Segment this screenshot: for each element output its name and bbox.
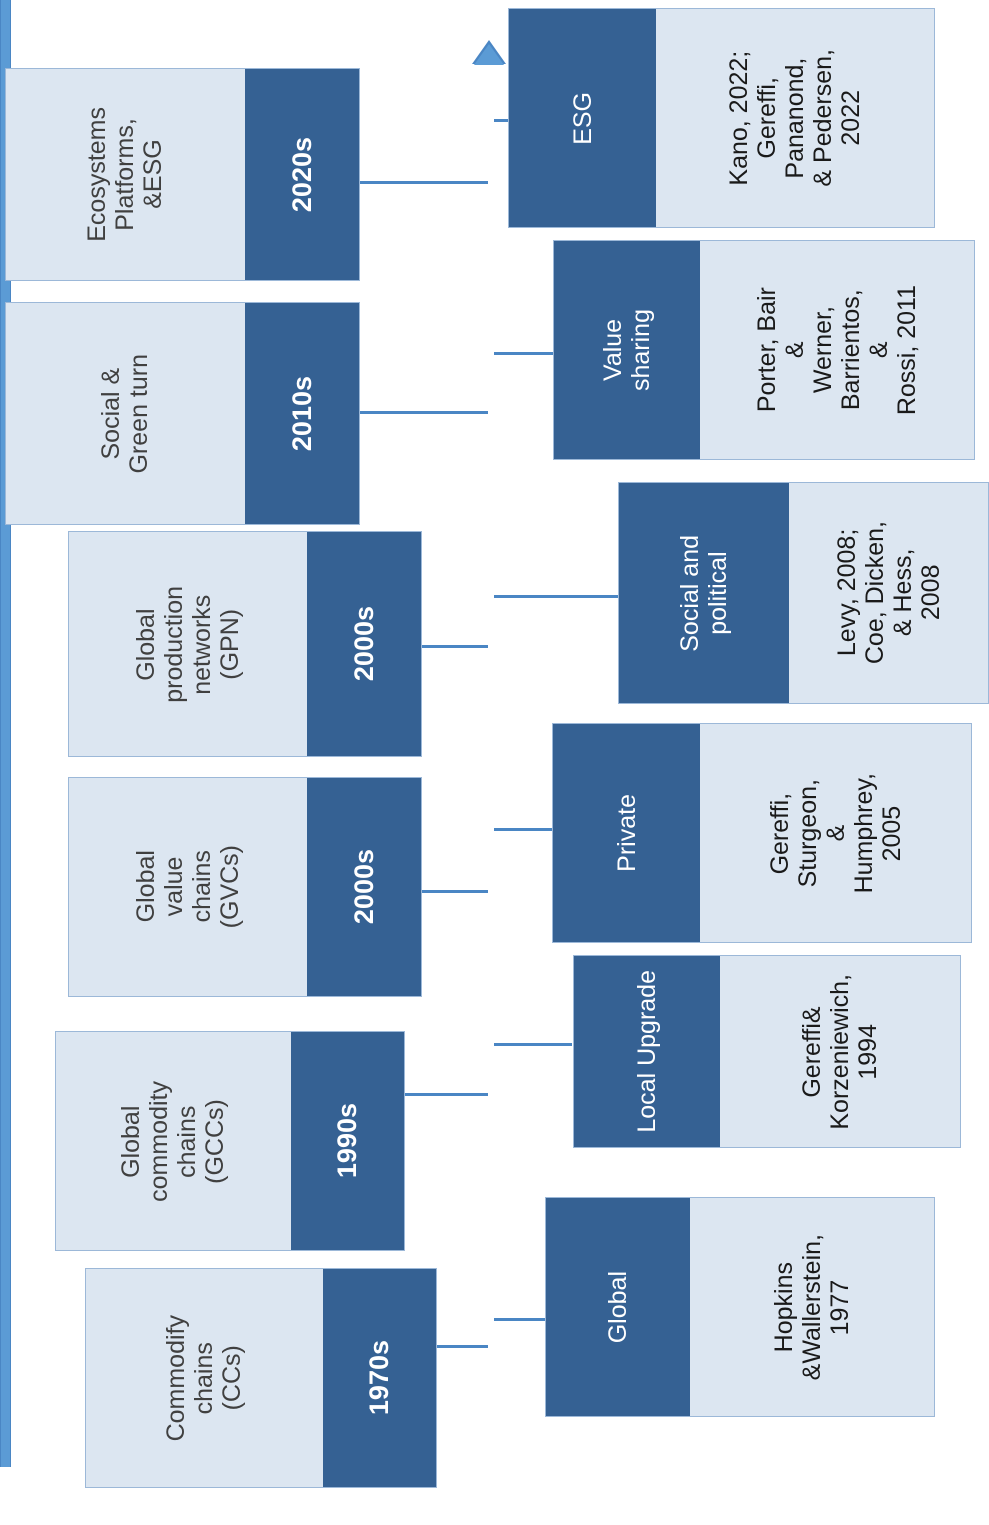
era-box-global-value-chains[interactable]: Global value chains (GVCs) 2000s — [68, 777, 422, 997]
gov-box-private[interactable]: Private Gereffi, Sturgeon, & Humphrey, 2… — [552, 723, 972, 943]
gov-citation: Levy, 2008; Coe, Dicken, & Hess, 2008 — [832, 521, 945, 665]
connector-gov-value-sharing — [494, 352, 554, 355]
gov-citation: Porter, Bair & Werner, Barrientos, & Ros… — [753, 284, 922, 416]
era-label-panel: Global commodity chains (GCCs) — [56, 1032, 291, 1250]
era-decade: 1990s — [332, 1103, 363, 1179]
era-label: Global value chains (GVCs) — [131, 845, 244, 929]
gov-citation: Gereffi& Korzeniewich, 1994 — [798, 973, 883, 1130]
gov-citation-panel: Porter, Bair & Werner, Barrientos, & Ros… — [700, 241, 974, 459]
gov-box-local-upgrade[interactable]: Local Upgrade Gereffi& Korzeniewich, 199… — [573, 955, 961, 1148]
connector-gov-private — [494, 828, 552, 831]
connector-gov-local-upgrade — [494, 1043, 572, 1046]
timeline-axis — [0, 0, 11, 1467]
gov-box-global[interactable]: Global Hopkins &Wallerstein, 1977 — [545, 1197, 935, 1417]
gov-label-panel: Private — [553, 724, 701, 942]
era-decade: 2020s — [286, 136, 317, 213]
era-box-social-green-turn[interactable]: Social & Green turn 2010s — [5, 302, 360, 525]
gov-label-panel: Social and political — [619, 483, 790, 703]
connector-gov-esg — [494, 119, 512, 122]
era-label-panel: Social & Green turn — [6, 303, 245, 524]
gov-citation: Gereffi, Sturgeon, & Humphrey, 2005 — [765, 772, 906, 894]
connector-era-gvcs — [420, 890, 488, 893]
gov-citation-panel: Kano, 2022; Gereffi, Pananond, & Pederse… — [656, 9, 934, 227]
arrow-up-icon-inner — [474, 44, 504, 65]
era-decade-panel: 2000s — [306, 778, 421, 996]
gov-label-panel: Global — [546, 1198, 691, 1416]
era-label-panel: Commodify chains (CCs) — [86, 1269, 323, 1487]
gov-label-panel: Local Upgrade — [574, 956, 721, 1147]
connector-era-ccs — [437, 1345, 488, 1348]
era-label: Global production networks (GPN) — [131, 585, 244, 703]
era-box-global-production-networks[interactable]: Global production networks (GPN) 2000s — [68, 531, 422, 757]
gov-citation: Kano, 2022; Gereffi, Pananond, & Pederse… — [725, 49, 866, 187]
gov-box-esg[interactable]: ESG Kano, 2022; Gereffi, Pananond, & Ped… — [508, 8, 935, 228]
era-label: Social & Green turn — [97, 353, 154, 474]
era-label: Commodify chains (CCs) — [162, 1314, 247, 1442]
era-label-panel: Global value chains (GVCs) — [69, 778, 307, 996]
connector-gov-global — [494, 1318, 545, 1321]
era-label-panel: Ecosystems Platforms, &ESG — [6, 69, 245, 280]
era-decade-panel: 1990s — [290, 1032, 404, 1250]
era-box-global-commodity-chains[interactable]: Global commodity chains (GCCs) 1990s — [55, 1031, 405, 1251]
era-decade-panel: 2020s — [244, 69, 359, 280]
gov-box-value-sharing[interactable]: Value sharing Porter, Bair & Werner, Bar… — [553, 240, 975, 460]
era-decade: 2000s — [348, 849, 379, 925]
connector-era-gccs — [405, 1093, 488, 1096]
gov-label: ESG — [568, 91, 597, 145]
gov-label: Value sharing — [599, 309, 656, 391]
gov-label: Private — [612, 794, 641, 872]
era-decade: 2010s — [286, 375, 317, 452]
era-decade-panel: 2000s — [306, 532, 421, 756]
gov-citation: Hopkins &Wallerstein, 1977 — [770, 1233, 855, 1381]
era-decade-panel: 2010s — [244, 303, 359, 524]
gov-label: Local Upgrade — [633, 970, 662, 1133]
era-label-panel: Global production networks (GPN) — [69, 532, 307, 756]
era-decade: 2000s — [348, 606, 379, 682]
gov-citation-panel: Gereffi, Sturgeon, & Humphrey, 2005 — [700, 724, 971, 942]
connector-gov-social — [494, 595, 619, 598]
gov-label-panel: ESG — [509, 9, 657, 227]
gov-label: Social and political — [676, 534, 733, 652]
gov-citation-panel: Levy, 2008; Coe, Dicken, & Hess, 2008 — [789, 483, 988, 703]
era-label: Global commodity chains (GCCs) — [117, 1080, 230, 1202]
gov-citation-panel: Gereffi& Korzeniewich, 1994 — [720, 956, 960, 1147]
era-box-ecosystems-platforms-esg[interactable]: Ecosystems Platforms, &ESG 2020s — [5, 68, 360, 281]
gov-label-panel: Value sharing — [554, 241, 701, 459]
era-decade: 1970s — [364, 1340, 395, 1416]
era-decade-panel: 1970s — [322, 1269, 436, 1487]
era-box-commodify-chains[interactable]: Commodify chains (CCs) 1970s — [85, 1268, 437, 1488]
connector-era-gpn — [420, 645, 488, 648]
connector-era-2010s — [360, 411, 488, 414]
connector-era-2020s — [360, 181, 488, 184]
gov-citation-panel: Hopkins &Wallerstein, 1977 — [690, 1198, 934, 1416]
gov-box-social-and-political[interactable]: Social and political Levy, 2008; Coe, Di… — [618, 482, 989, 704]
gov-label: Global — [604, 1270, 633, 1344]
era-label: Ecosystems Platforms, &ESG — [83, 107, 168, 242]
